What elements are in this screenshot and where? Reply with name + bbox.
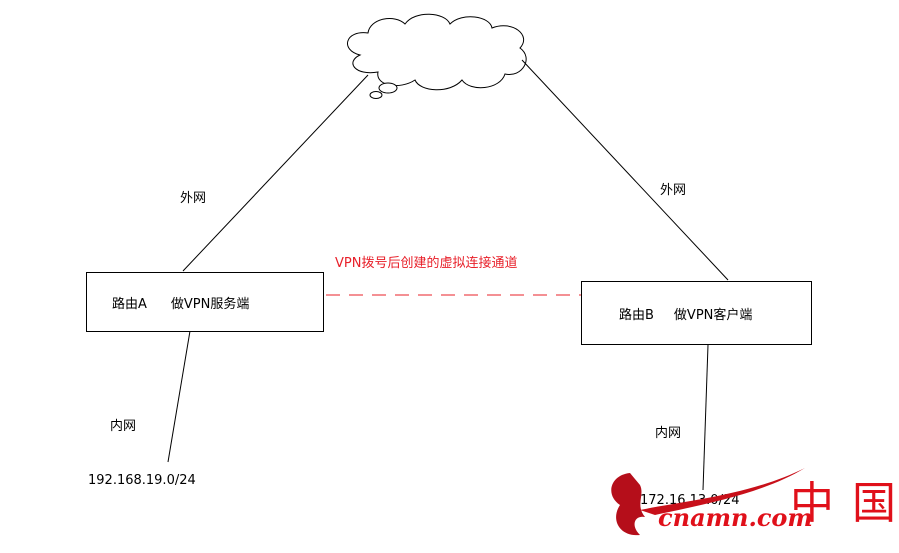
lan-label-left: 内网: [110, 419, 137, 434]
subnet-left: 192.168.19.0/24: [88, 473, 196, 488]
router-b-name: 路由B: [619, 307, 654, 323]
router-b-role: 做VPN客户端: [673, 307, 753, 323]
watermark-logo: cnamn.com 中国: [600, 465, 896, 545]
lan-link-a: [167, 330, 191, 463]
wan-link-b: [521, 59, 729, 281]
watermark-text: cnamn.com: [658, 503, 813, 532]
lan-label-right: 内网: [655, 426, 682, 441]
wan-label-left: 外网: [180, 191, 207, 206]
router-a-name: 路由A: [112, 296, 147, 312]
router-a-role: 做VPN服务端: [170, 296, 250, 312]
wan-label-right: 外网: [660, 183, 687, 198]
router-a-box: 路由A 做VPN服务端: [86, 272, 324, 332]
wan-link-a: [182, 74, 369, 272]
router-b-box: 路由B 做VPN客户端: [581, 281, 812, 345]
cloud-icon: [347, 13, 527, 99]
tunnel-label: VPN拨号后创建的虚拟连接通道: [335, 256, 518, 271]
lan-link-b: [702, 344, 709, 491]
dragon-icon: [611, 468, 805, 536]
watermark-chinese: 中国: [790, 478, 899, 529]
